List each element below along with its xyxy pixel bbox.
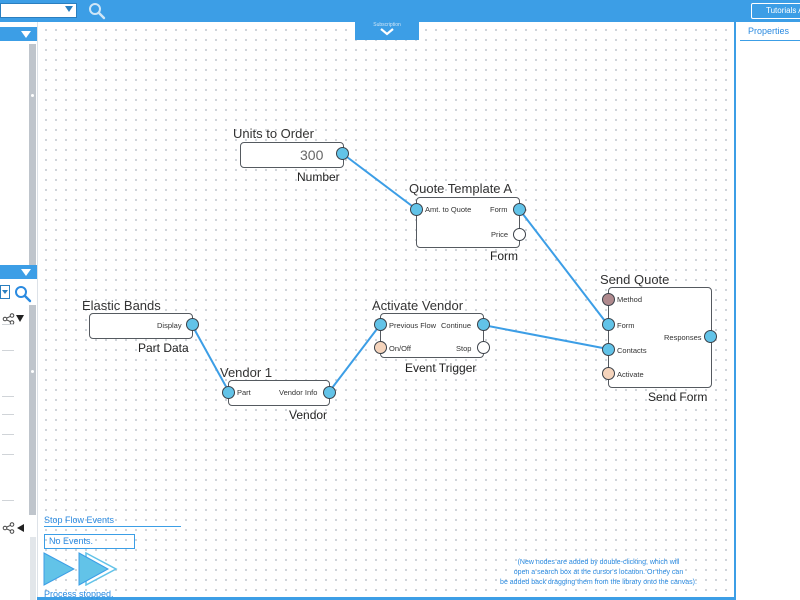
hint-line: (New nodes are added by double-clicking,…	[517, 559, 680, 566]
properties-panel: Properties	[734, 22, 800, 600]
process-status: Process stopped.	[44, 589, 114, 599]
port-elastic-display[interactable]	[186, 318, 199, 331]
node-title-quote: Quote Template A	[409, 181, 513, 196]
hint-line: open a search box at the cursor's locati…	[513, 569, 684, 576]
top-toolbar	[0, 0, 800, 22]
port-label: Form	[490, 205, 508, 214]
port-label: Responses	[664, 333, 702, 342]
node-title-vendor: Vendor 1	[220, 365, 273, 380]
port-activate-previous-flow[interactable]	[374, 318, 387, 331]
node-type-send: Send Form	[648, 390, 708, 404]
port-units-out[interactable]	[336, 147, 349, 160]
canvas-hint: (New nodes are added by double-clicking,…	[496, 558, 701, 588]
play-icon	[43, 552, 76, 586]
collapse-tab-label: Subscription	[373, 22, 401, 28]
chevron-down-icon	[380, 28, 394, 36]
divider	[740, 40, 800, 41]
stop-flow-events-title: Stop Flow Events	[44, 515, 115, 525]
port-activate-stop[interactable]	[477, 341, 490, 354]
port-label: Method	[617, 295, 643, 304]
node-title-activate: Activate Vendor	[372, 298, 464, 313]
port-label: Stop	[456, 344, 472, 353]
chevron-down-icon	[65, 6, 73, 12]
fast-forward-button[interactable]	[78, 551, 118, 587]
divider	[44, 526, 181, 527]
node-type-quote: Form	[490, 249, 518, 263]
port-quote-price-out[interactable]	[513, 228, 526, 241]
events-list[interactable]: No Events.	[44, 534, 135, 549]
collapse-triangle-icon	[21, 31, 31, 38]
node-title-elastic: Elastic Bands	[82, 298, 161, 313]
wire-elastic-to-vendor	[191, 324, 230, 393]
port-label: Price	[491, 230, 509, 239]
scroll-handle[interactable]	[31, 370, 34, 373]
node-send-quote[interactable]	[608, 287, 712, 388]
port-activate-continue[interactable]	[477, 318, 490, 331]
port-label: Form	[617, 321, 635, 330]
node-vendor-1[interactable]	[228, 380, 330, 406]
node-title-send: Send Quote	[600, 272, 670, 287]
node-units-to-order[interactable]	[240, 142, 344, 168]
play-button[interactable]	[43, 552, 76, 586]
wire-quote-to-send	[518, 208, 609, 326]
wire-vendor-to-activate	[328, 324, 381, 393]
chevron-down-icon	[2, 290, 8, 294]
port-label: Activate	[617, 370, 644, 379]
port-label: Part	[237, 388, 251, 397]
port-label: Vendor Info	[279, 388, 318, 397]
node-type-elastic: Part Data	[138, 341, 189, 355]
fast-forward-icon	[78, 551, 118, 587]
share-row	[2, 312, 28, 325]
library-scrollbar[interactable]	[29, 44, 36, 274]
scroll-handle[interactable]	[31, 94, 34, 97]
port-label: Display	[157, 321, 182, 330]
port-send-activate[interactable]	[602, 367, 615, 380]
port-label: Continue	[441, 321, 472, 330]
library-header[interactable]	[0, 27, 37, 41]
wire-units-to-quote	[342, 153, 417, 210]
node-type-vendor: Vendor	[289, 408, 328, 422]
properties-title[interactable]: Properties	[748, 26, 790, 36]
category-select[interactable]	[0, 285, 10, 299]
collapse-triangle-icon	[21, 269, 31, 276]
port-send-method[interactable]	[602, 293, 615, 306]
search-icon[interactable]	[14, 285, 32, 303]
port-quote-form-out[interactable]	[513, 203, 526, 216]
share-row-bottom	[2, 521, 28, 534]
bottom-scrollbar[interactable]	[30, 537, 36, 600]
port-vendor-info[interactable]	[323, 386, 336, 399]
node-type-activate: Event Trigger	[405, 361, 477, 375]
wire-activate-to-send	[482, 324, 609, 350]
node-list-header[interactable]	[0, 265, 37, 279]
port-activate-on-off[interactable]	[374, 341, 387, 354]
units-value[interactable]: 300	[300, 147, 324, 163]
port-label: On/Off	[389, 344, 411, 353]
port-label: Contacts	[617, 346, 647, 355]
search-icon[interactable]	[88, 2, 106, 20]
flow-canvas[interactable]	[37, 22, 734, 600]
node-type-units: Number	[297, 170, 340, 184]
library-select[interactable]	[0, 3, 77, 18]
port-label: Amt. to Quote	[425, 205, 472, 214]
node-quote-template[interactable]	[416, 197, 520, 248]
node-activate-vendor[interactable]	[380, 313, 484, 358]
port-quote-amt-in[interactable]	[410, 203, 423, 216]
node-title-units: Units to Order	[233, 126, 314, 141]
port-send-responses[interactable]	[704, 330, 717, 343]
hint-line: be added back dragging them from the lib…	[500, 579, 697, 586]
tutorials-button[interactable]: Tutorials A	[751, 3, 800, 19]
canvas-bottom-bar	[37, 597, 734, 600]
collapse-toolbar-tab[interactable]: Subscription	[355, 22, 419, 40]
port-send-form[interactable]	[602, 318, 615, 331]
library-panel	[0, 22, 37, 600]
node-list-scrollbar[interactable]	[29, 305, 36, 515]
port-label: Previous Flow	[389, 321, 437, 330]
port-vendor-part[interactable]	[222, 386, 235, 399]
port-send-contacts[interactable]	[602, 343, 615, 356]
